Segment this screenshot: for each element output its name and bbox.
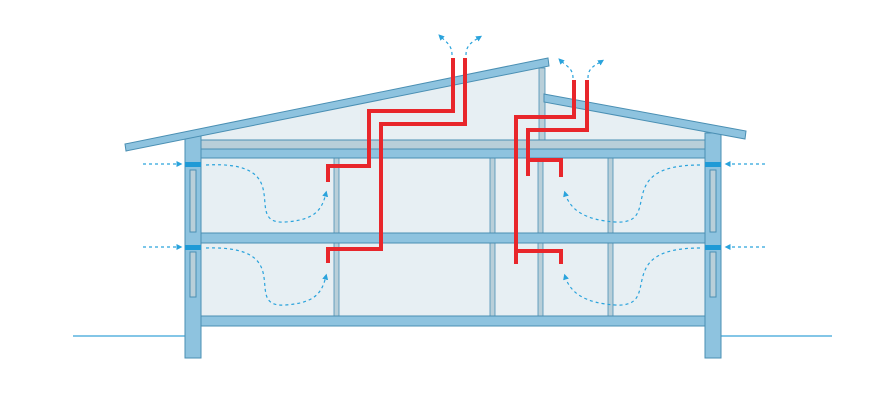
pipe-left-inner (326, 58, 455, 182)
pipe-right-branch-top (528, 158, 563, 177)
roof (124, 57, 747, 152)
pipe-left-outer (326, 58, 467, 263)
exhaust-arrow (587, 59, 605, 79)
pipe-right-inner (514, 80, 576, 264)
wall-vents (185, 162, 721, 250)
airflow-curve (563, 164, 701, 223)
exhaust-pipes (326, 58, 589, 264)
airflow-curve (205, 247, 329, 306)
exhaust-arrow (465, 35, 483, 56)
pipe-right-outer (526, 80, 589, 176)
exhaust-arrow (438, 34, 453, 56)
pipe-right-branch-bottom (516, 249, 563, 264)
airflow-arrows (143, 34, 765, 306)
airflow-curve (563, 247, 701, 306)
airflow-curve (205, 164, 329, 223)
exhaust-arrow (558, 58, 574, 79)
